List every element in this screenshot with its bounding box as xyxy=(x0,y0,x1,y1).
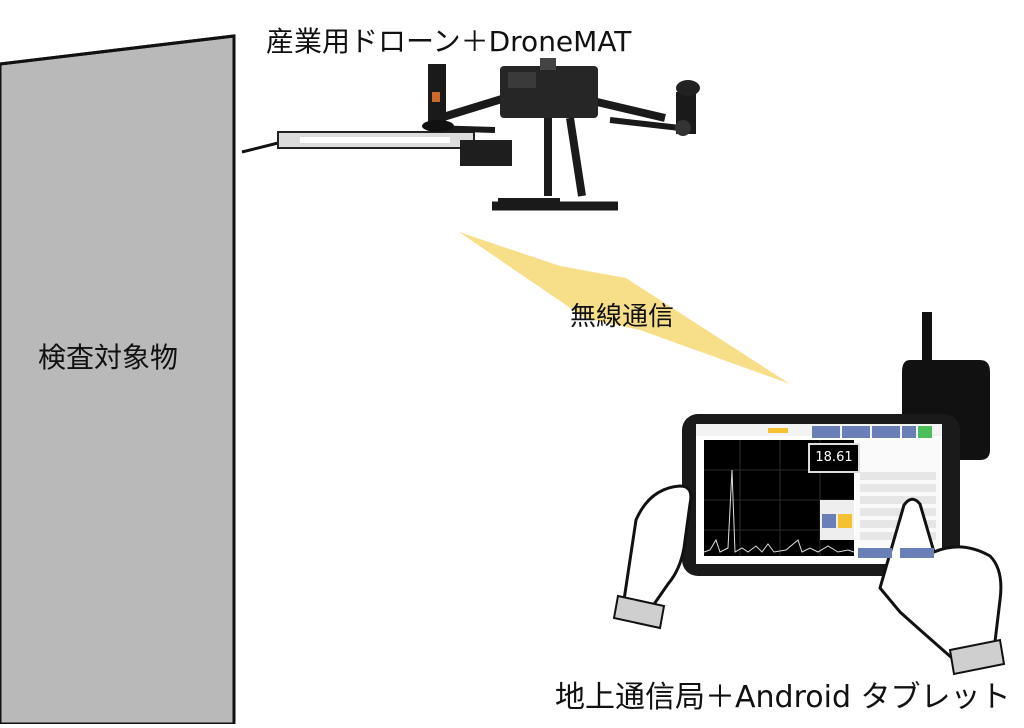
ground-station-label: 地上通信局＋Android タブレット xyxy=(555,680,1011,715)
inspection-target-cylinder xyxy=(0,34,236,726)
wireless-lightning-bolt xyxy=(459,232,790,384)
tablet-button-left xyxy=(858,548,892,558)
tablet-button-right xyxy=(900,548,934,558)
tablet-tab-3 xyxy=(872,426,900,438)
tablet-readout: 18.61 xyxy=(808,443,860,473)
right-hand-icon xyxy=(878,497,1006,676)
drone-icon xyxy=(241,58,700,211)
drone-label: 産業用ドローン＋DroneMAT xyxy=(266,25,632,58)
wireless-label: 無線通信 xyxy=(570,302,675,332)
left-hand-icon xyxy=(612,484,693,630)
tablet-tab-1 xyxy=(812,426,840,438)
tablet-tab-active xyxy=(918,426,932,438)
tablet-tab-4 xyxy=(902,426,916,438)
waveform-trace xyxy=(703,469,855,553)
tablet-tab-2 xyxy=(842,426,870,438)
target-label: 検査対象物 xyxy=(38,341,179,374)
